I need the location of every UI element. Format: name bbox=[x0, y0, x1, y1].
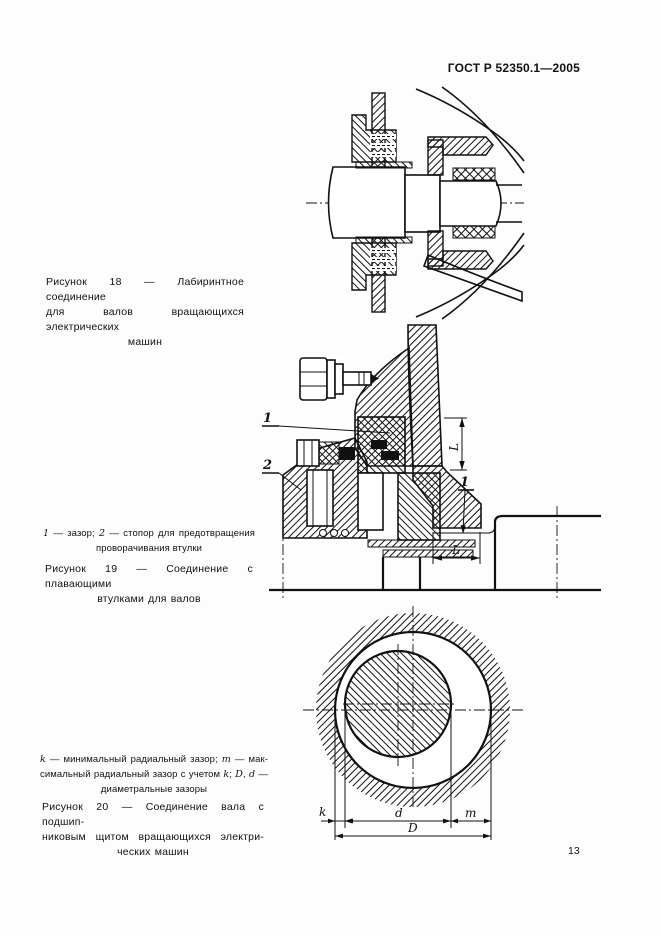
note-line: k — минимальный радиальный зазор; m — ма… bbox=[40, 754, 268, 765]
caption-line: Рисунок 18 — Лабиринтное соединение bbox=[46, 276, 244, 303]
figure-18-drawing bbox=[306, 86, 525, 320]
caption-line: втулками для валов bbox=[97, 593, 201, 605]
note-line: диаметральные зазоры bbox=[100, 784, 208, 795]
callout-1: 1 bbox=[263, 411, 272, 426]
callout-1b: 1 bbox=[460, 475, 469, 490]
note-line: проворачивания втулки bbox=[95, 543, 203, 554]
dim-label-L-vertical: L bbox=[447, 443, 461, 452]
document-number: ГОСТ Р 52350.1—2005 bbox=[447, 61, 580, 75]
figure-20-drawing: k d m D bbox=[303, 606, 523, 840]
figure-19-drawing: L 1 2 1 L bbox=[262, 324, 601, 600]
figure-19-caption: Рисунок 19 — Соединение с плавающими вту… bbox=[45, 562, 253, 607]
dim-label-m: m bbox=[465, 806, 476, 820]
caption-line: Рисунок 19 — Соединение с плавающими bbox=[45, 563, 253, 590]
caption-line: никовым щитом вращающихся электри- bbox=[42, 831, 264, 843]
page-number: 13 bbox=[568, 845, 580, 857]
figure-20-note: k — минимальный радиальный зазор; m — ма… bbox=[40, 752, 268, 797]
note-line: 1 — зазор; 2 — стопор для предотвращения bbox=[43, 528, 255, 539]
figure-19-note: 1 — зазор; 2 — стопор для предотвращения… bbox=[43, 526, 255, 556]
figure-20-caption: Рисунок 20 — Соединение вала с подшип- н… bbox=[42, 800, 264, 860]
dim-label-k: k bbox=[319, 805, 326, 819]
caption-line: для валов вращающихся электрических bbox=[46, 306, 244, 333]
caption-line: Рисунок 20 — Соединение вала с подшип- bbox=[42, 801, 264, 828]
figure-18-caption: Рисунок 18 — Лабиринтное соединение для … bbox=[46, 275, 244, 350]
caption-line: машин bbox=[127, 336, 163, 348]
caption-line: ческих машин bbox=[117, 846, 189, 858]
note-line: симальный радиальный зазор с учетом k; D… bbox=[40, 769, 268, 780]
dim-label-L-horizontal: L bbox=[451, 543, 460, 557]
dim-label-D: D bbox=[407, 821, 418, 835]
dim-label-d: d bbox=[395, 806, 403, 820]
callout-2: 2 bbox=[262, 458, 272, 473]
